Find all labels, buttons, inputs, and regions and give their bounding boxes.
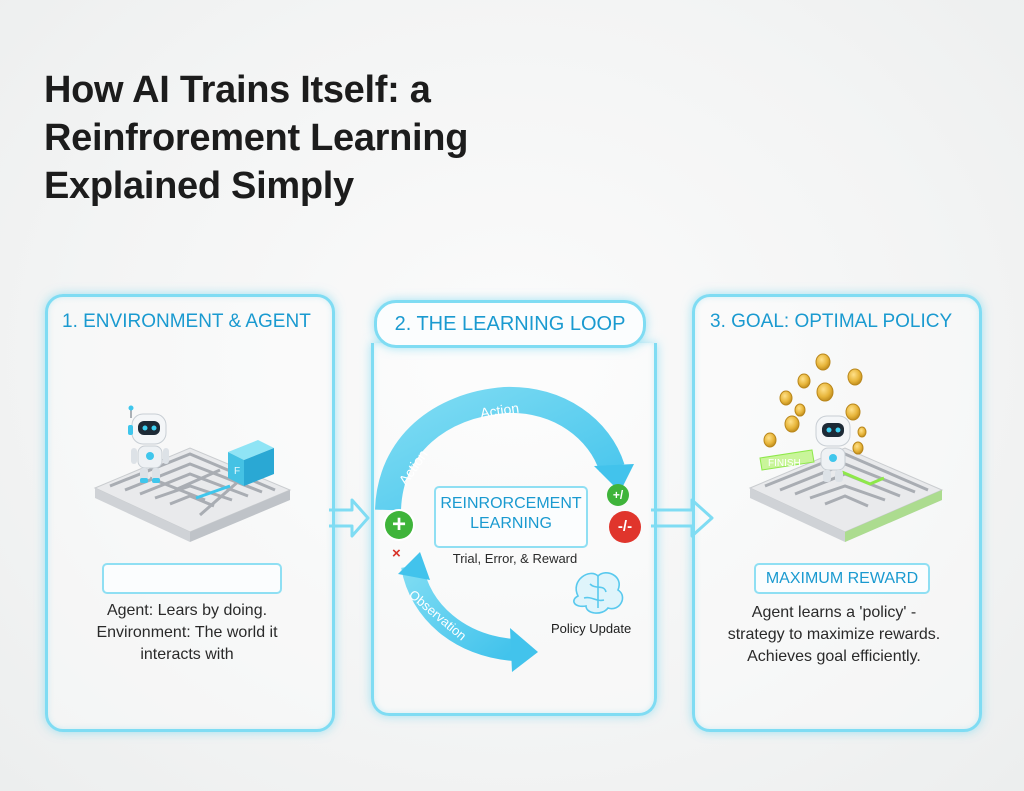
maze-illustration-1: F bbox=[93, 405, 292, 542]
robot-icon-goal bbox=[815, 415, 851, 482]
center-line-2: LEARNING bbox=[470, 515, 552, 532]
environment-agent-description: Agent: Lears by doing. Environment: The … bbox=[60, 600, 314, 666]
environment-agent-panel bbox=[45, 294, 335, 732]
maximum-reward-badge: MAXIMUM REWARD bbox=[754, 563, 930, 594]
error-x-icon: × bbox=[392, 545, 401, 562]
brain-icon bbox=[573, 572, 624, 614]
optimal-policy-description: Agent learns a 'policy' - strategy to ma… bbox=[705, 602, 963, 668]
reinforcement-learning-box: REINRORCEMENT LEARNING bbox=[434, 486, 588, 548]
plus-icon: + bbox=[385, 511, 413, 539]
desc-3-line-1: Agent learns a 'policy' - bbox=[751, 604, 917, 621]
desc-3-line-2: strategy to maximize rewards. bbox=[727, 626, 941, 643]
learning-loop-heading-pill: 2. THE LEARNING LOOP bbox=[374, 300, 646, 348]
trial-error-reward-label: Trial, Error, & Reward bbox=[452, 551, 578, 566]
desc-1-line-3: interacts with bbox=[140, 646, 234, 663]
small-plus-icon: +/ bbox=[607, 484, 629, 506]
optimal-policy-heading: 3. GOAL: OPTIMAL POLICY bbox=[710, 311, 953, 332]
title-line-1: How AI Trains Itself: a bbox=[44, 69, 431, 111]
center-line-1: REINRORCEMENT bbox=[440, 495, 582, 512]
finish-label: FINISH bbox=[768, 458, 801, 469]
desc-3-line-3: Achieves goal efficiently. bbox=[747, 648, 921, 665]
action-arrow bbox=[375, 386, 634, 511]
connector-arrow-2-3 bbox=[651, 498, 714, 538]
robot-icon bbox=[128, 405, 169, 483]
action-top-label: Action bbox=[479, 400, 520, 421]
desc-1-line-1: Agent: Lears by doing. bbox=[106, 602, 268, 619]
coins-icon bbox=[763, 353, 867, 455]
observation-arrow bbox=[398, 552, 538, 672]
learning-loop-heading: 2. THE LEARNING LOOP bbox=[394, 313, 626, 335]
environment-agent-heading: 1. ENVIRONMENT & AGENT bbox=[62, 311, 311, 332]
desc-1-line-2: Environment: The world it bbox=[96, 624, 278, 641]
title-line-2: Reinfrorement Learning bbox=[44, 117, 469, 159]
page-title: How AI Trains Itself: a Reinfrorement Le… bbox=[44, 66, 604, 210]
maze-box-letter: F bbox=[234, 466, 240, 477]
observation-label: Observation bbox=[406, 587, 469, 644]
maze-illustration-3: FINISH bbox=[748, 353, 944, 542]
policy-update-label: Policy Update bbox=[551, 621, 632, 636]
empty-label-box bbox=[102, 563, 282, 594]
minus-icon: -/- bbox=[609, 511, 641, 543]
title-line-3: Explained Simply bbox=[44, 165, 354, 207]
connector-arrow-1-2 bbox=[329, 498, 370, 538]
